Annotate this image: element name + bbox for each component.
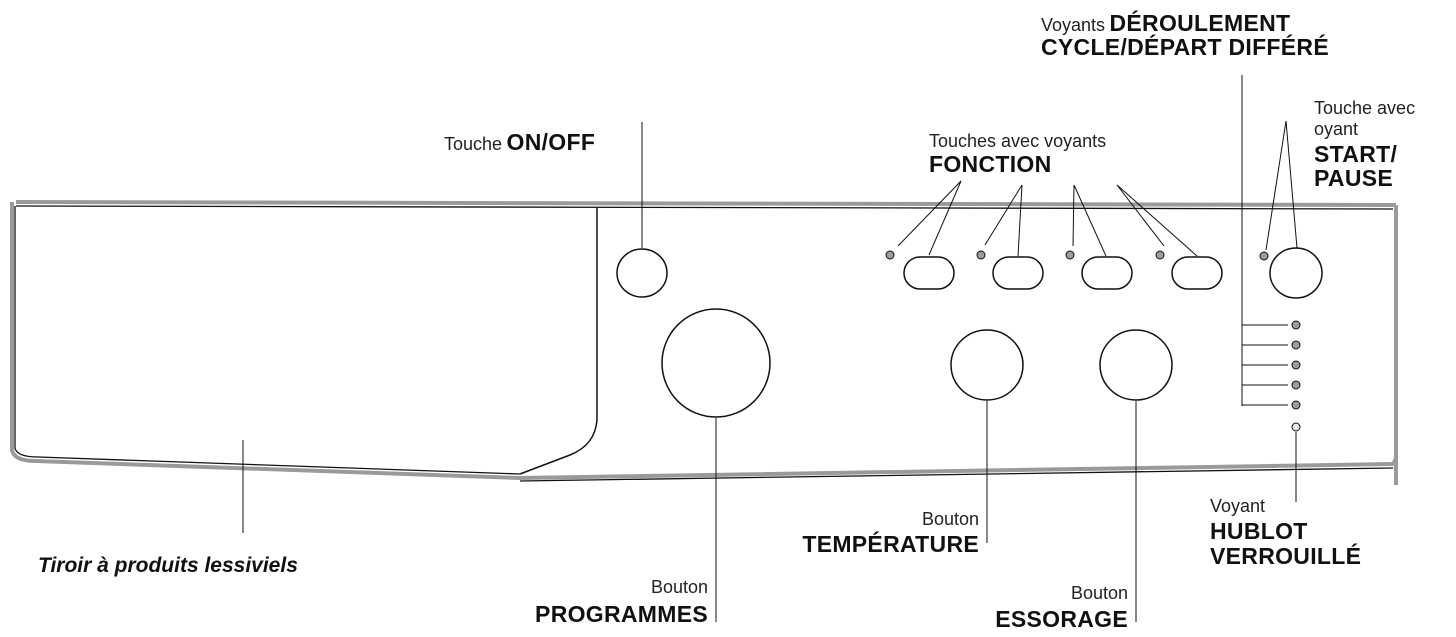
on-off-label: Touche ON/OFF xyxy=(444,131,595,154)
programmes-title: PROGRAMMES xyxy=(535,601,708,627)
function-led-4 xyxy=(1155,250,1165,260)
essorage-title: ESSORAGE xyxy=(995,606,1128,632)
on-off-prefix: Touche xyxy=(444,134,503,154)
start-pause-title-2: PAUSE xyxy=(1314,165,1394,191)
deroulement-title-1: DÉROULEMENT xyxy=(1109,10,1291,36)
leader-lines xyxy=(242,75,1298,622)
start-pause-caption-1: Touche avec xyxy=(1314,98,1416,118)
on-off-button[interactable] xyxy=(616,248,668,298)
deroulement-label-line1: Voyants DÉROULEMENT xyxy=(1041,12,1290,35)
deroulement-title-2: CYCLE/DÉPART DIFFÉRÉ xyxy=(1041,34,1329,60)
function-button-4[interactable] xyxy=(1171,256,1223,290)
function-buttons xyxy=(903,256,1223,290)
spin-knob[interactable] xyxy=(1099,329,1173,401)
function-led-2 xyxy=(976,250,986,260)
programme-knob[interactable] xyxy=(661,308,771,418)
start-pause-button[interactable] xyxy=(1269,247,1323,299)
cycle-led-5 xyxy=(1291,400,1301,410)
hublot-caption: Voyant xyxy=(1210,496,1266,516)
drawer-label: Tiroir à produits lessiviels xyxy=(38,554,298,577)
hublot-title-2: VERROUILLÉ xyxy=(1210,543,1362,569)
cycle-led-4 xyxy=(1291,380,1301,390)
start-pause-caption-2: oyant xyxy=(1314,119,1359,139)
door-lock-led xyxy=(1291,422,1301,432)
essorage-caption: Bouton xyxy=(1070,583,1128,603)
on-off-title: ON/OFF xyxy=(506,129,596,155)
fonction-caption: Touches avec voyants xyxy=(929,131,1107,151)
function-led-1 xyxy=(885,250,895,260)
function-button-1[interactable] xyxy=(903,256,955,290)
fonction-title: FONCTION xyxy=(929,151,1052,177)
cycle-leds xyxy=(1291,320,1301,410)
start-pause-title-1: START/ xyxy=(1314,141,1398,167)
temperature-caption: Bouton xyxy=(921,509,979,529)
temperature-title: TEMPÉRATURE xyxy=(802,531,979,557)
cycle-led-1 xyxy=(1291,320,1301,330)
cycle-led-2 xyxy=(1291,340,1301,350)
programmes-caption: Bouton xyxy=(650,577,708,597)
panel-outline xyxy=(10,200,1398,485)
drawer-edge xyxy=(519,207,598,475)
function-button-3[interactable] xyxy=(1081,256,1133,290)
hublot-title-1: HUBLOT xyxy=(1210,518,1308,544)
function-led-3 xyxy=(1065,250,1075,260)
panel-outline-inner xyxy=(14,205,1394,482)
cycle-led-3 xyxy=(1291,360,1301,370)
start-pause-led xyxy=(1259,251,1269,261)
function-button-2[interactable] xyxy=(992,256,1044,290)
deroulement-prefix: Voyants xyxy=(1041,15,1106,35)
function-leds xyxy=(885,250,1165,260)
temperature-knob[interactable] xyxy=(950,329,1024,401)
